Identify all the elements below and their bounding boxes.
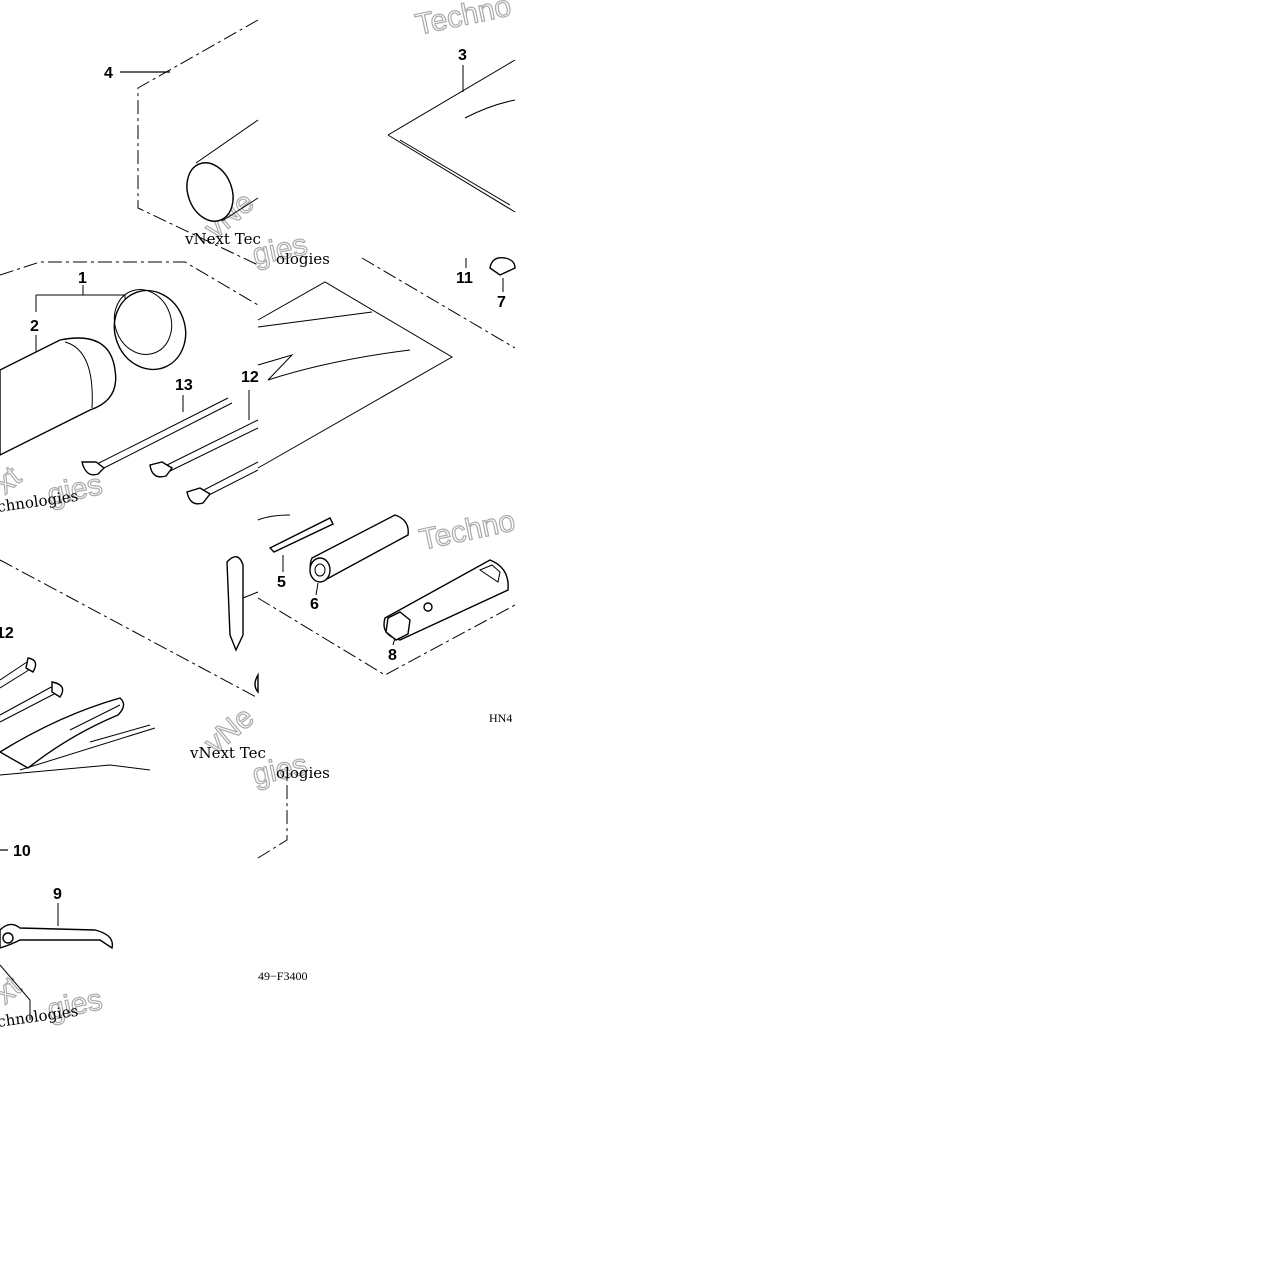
screwdriver-handle	[226, 556, 244, 652]
tool-tube	[0, 337, 117, 456]
spanner-8-hex-end	[385, 611, 411, 641]
quadrant-top-right	[387, 59, 516, 213]
callout-labels: 4 3 1 2 13 12 11 7 12 5 6 8 10 9	[0, 47, 506, 903]
callout-8: 8	[388, 647, 397, 664]
watermark-techno-mid: Techno	[417, 504, 518, 556]
item-edge	[254, 672, 259, 694]
callout-2: 2	[30, 318, 39, 335]
pliers	[0, 697, 125, 769]
quadrant-low-right	[257, 514, 516, 676]
callout-11: 11	[456, 270, 473, 287]
callout-6: 6	[310, 596, 319, 613]
wrench-13	[81, 461, 106, 476]
callout-10: 10	[13, 843, 31, 860]
quadrant-bottom-left	[0, 772, 288, 1020]
watermark-vnext-mid: vNext Tec	[189, 744, 266, 762]
spanner-8-hole	[423, 602, 433, 612]
callout-4: 4	[104, 65, 113, 82]
quadrant-mid-right	[257, 257, 516, 469]
wrench-12	[149, 461, 174, 478]
callout-9: 9	[53, 886, 62, 903]
callout-1: 1	[78, 270, 87, 287]
socket-6-opening	[309, 557, 331, 583]
quadrant-top-left	[120, 19, 259, 266]
tool-tube-cap	[113, 289, 187, 371]
wrench-12-second	[186, 487, 212, 505]
screwdriver-5	[268, 517, 334, 553]
wrench-9-hole	[2, 932, 14, 944]
watermark-ologies-top: ologies	[276, 250, 330, 268]
watermark-vnext-top: vNext Tec	[184, 230, 261, 248]
wrench-9	[0, 923, 114, 950]
tool-case-end	[186, 162, 234, 222]
wrench-lower-2	[51, 681, 64, 698]
diagram-code-f3400: 49−F3400	[258, 969, 307, 983]
callout-5: 5	[277, 574, 286, 591]
watermark-ologies-mid: ologies	[276, 764, 330, 782]
wrench-lower-1	[25, 657, 37, 673]
item-7	[489, 257, 516, 276]
callout-7: 7	[497, 294, 506, 311]
watermark-outlines: Techno Techno vNe vNe xt gies xt gies gi…	[0, 0, 519, 1027]
watermark-xt-bottom: xt	[0, 970, 28, 1011]
diagram-code-hn4: HN4	[489, 711, 512, 725]
quadrant-mid-left	[0, 261, 259, 505]
quadrant-low-left	[0, 556, 259, 776]
callout-12-upper: 12	[241, 369, 259, 386]
watermark-techno-top: Techno	[413, 0, 514, 42]
callout-12-lower: 12	[0, 625, 14, 642]
box-spanner-8	[383, 559, 509, 641]
callout-13: 13	[175, 377, 193, 394]
diagram-codes: HN4 49−F3400	[258, 711, 512, 983]
callout-3: 3	[458, 47, 467, 64]
